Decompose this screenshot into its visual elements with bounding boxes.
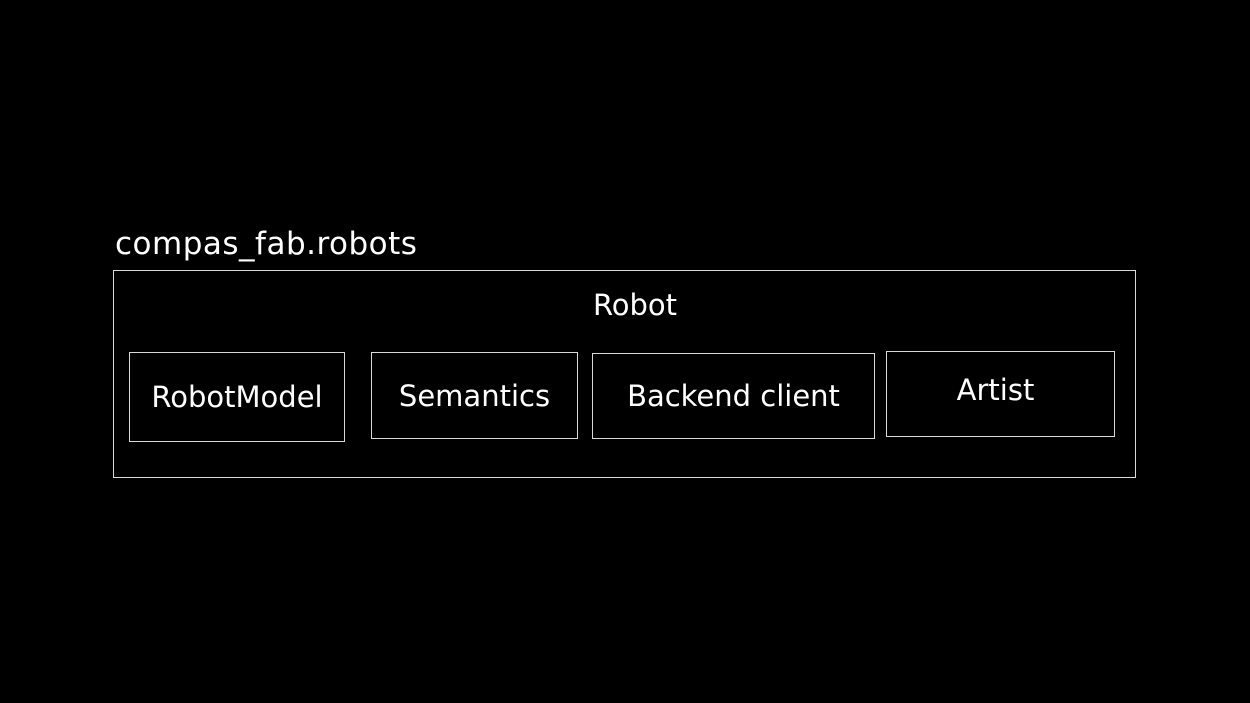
component-backend-client: Backend client [592, 353, 875, 439]
component-label: RobotModel [151, 380, 323, 414]
robot-title: Robot [592, 288, 678, 322]
component-label: Artist [956, 373, 1035, 407]
package-label: compas_fab.robots [115, 226, 418, 262]
component-semantics: Semantics [371, 352, 578, 439]
component-label: Backend client [627, 379, 840, 413]
component-artist: Artist [886, 351, 1115, 437]
robot-container [113, 270, 1136, 478]
component-label: Semantics [398, 378, 551, 413]
component-robot-model: RobotModel [129, 352, 345, 442]
